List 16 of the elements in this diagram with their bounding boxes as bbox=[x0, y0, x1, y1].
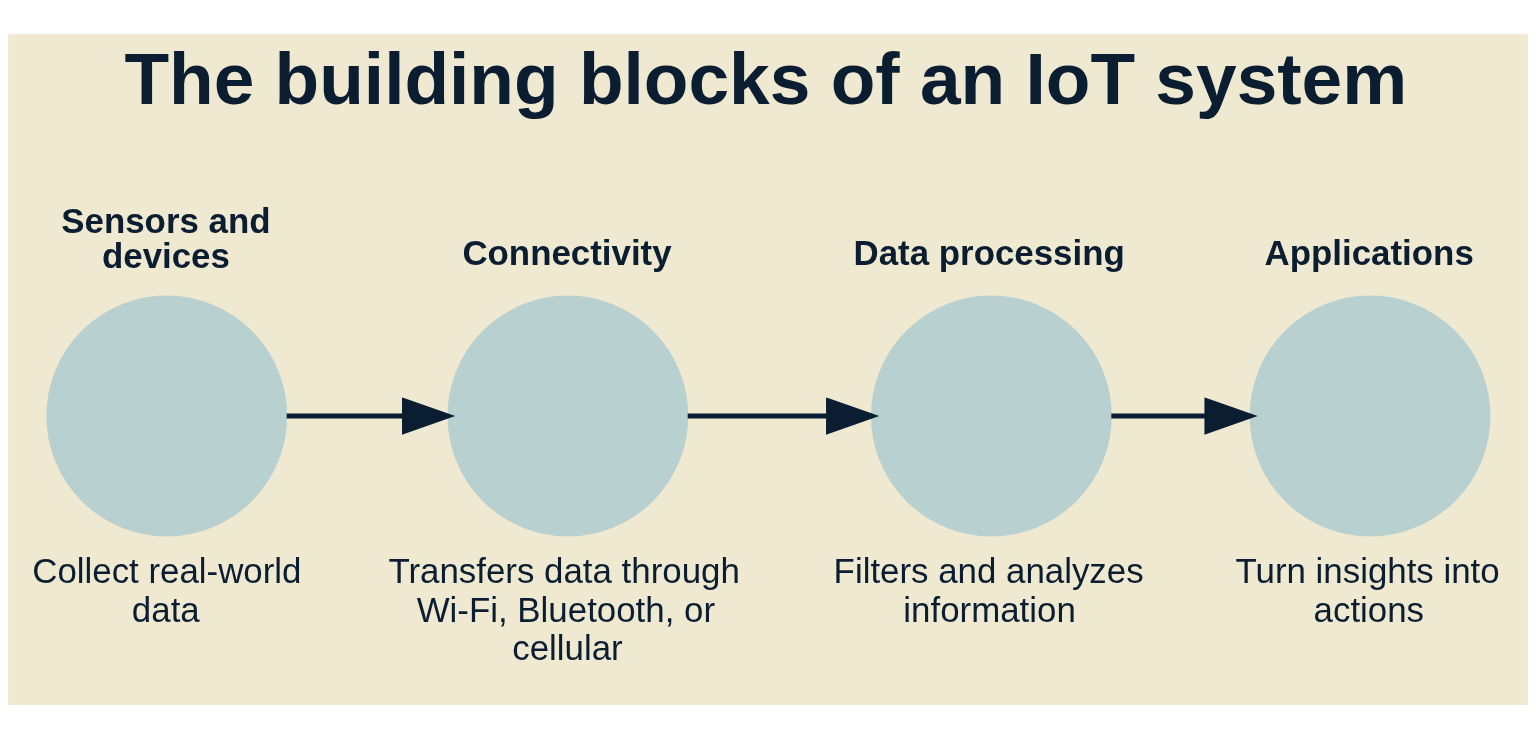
arrow bbox=[286, 397, 456, 435]
node-label: Data processing bbox=[853, 232, 1125, 272]
diagram-title: The building blocks of an IoT system bbox=[124, 38, 1408, 120]
node-label: Filters and analyzes information bbox=[833, 551, 1144, 629]
node-label: Applications bbox=[1264, 232, 1474, 272]
node-circle bbox=[870, 295, 1112, 537]
node-label: Sensors and devices bbox=[61, 200, 271, 275]
node-label: Transfers data through Wi-Fi, Bluetooth, or cellular bbox=[388, 551, 740, 667]
arrow bbox=[687, 397, 880, 435]
node-circle bbox=[1249, 295, 1491, 537]
node-label: Connectivity bbox=[462, 232, 672, 272]
node-label: Collect real-world data bbox=[32, 551, 302, 629]
arrow bbox=[1111, 397, 1258, 435]
node-label: Turn insights into actions bbox=[1235, 551, 1500, 629]
node-circle bbox=[447, 295, 689, 537]
node-circle bbox=[46, 295, 288, 537]
